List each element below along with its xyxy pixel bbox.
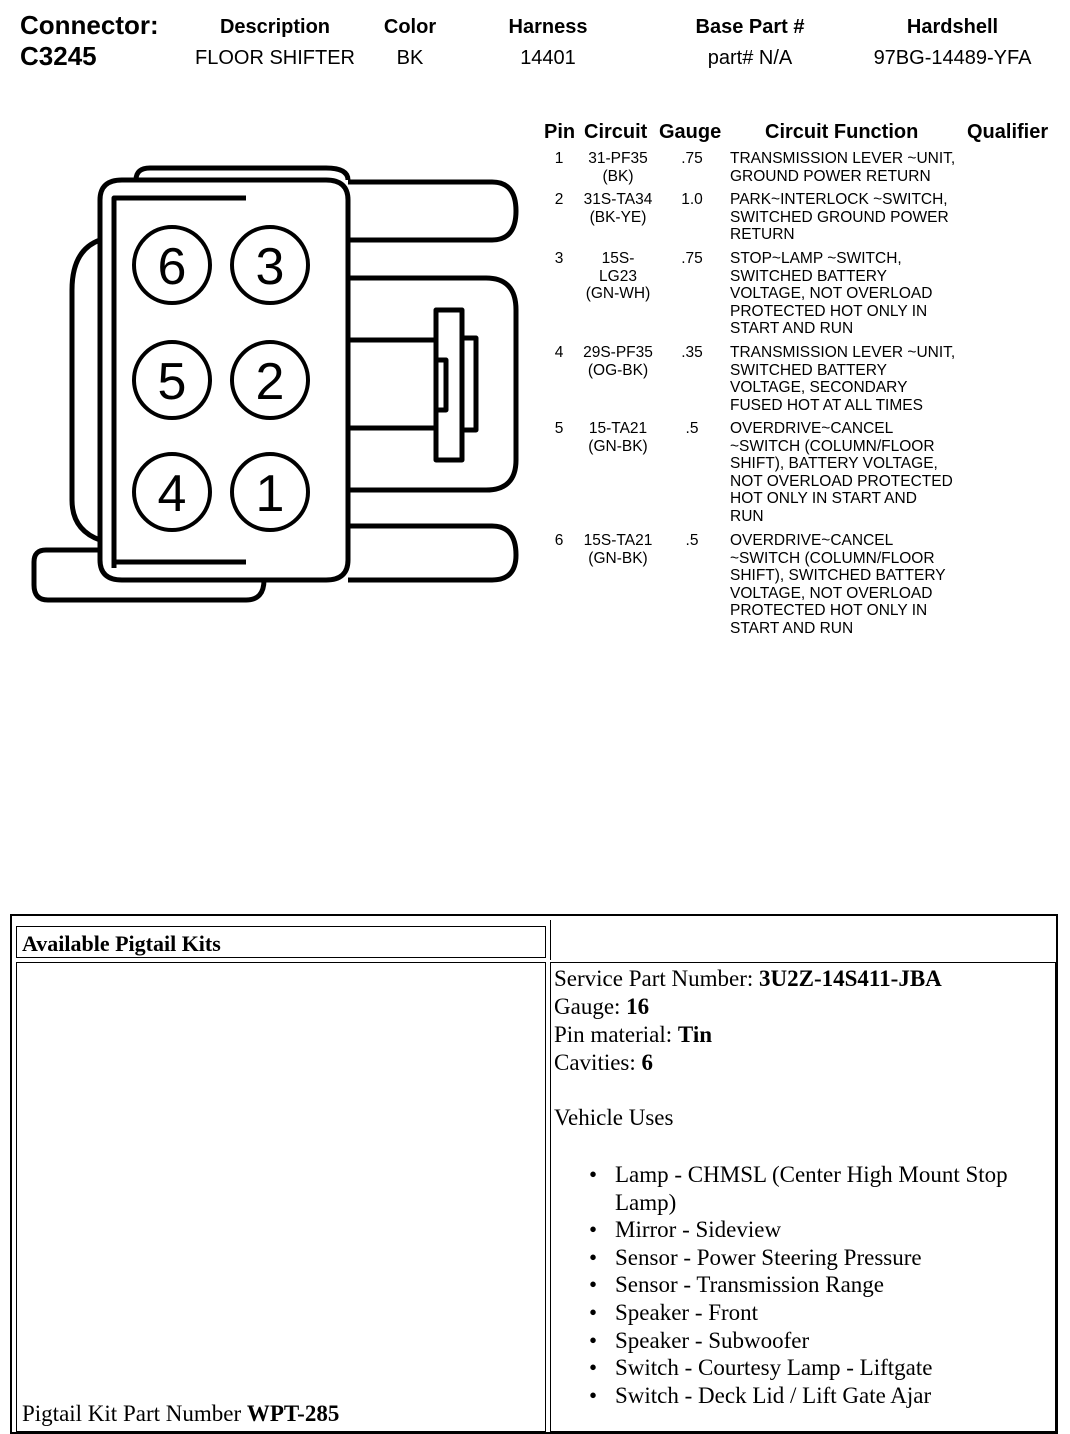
pigtail-kit-part-number: Pigtail Kit Part Number WPT-285 bbox=[22, 1401, 340, 1426]
cavity-4-label: 4 bbox=[158, 465, 187, 523]
left-rib bbox=[69, 237, 101, 543]
list-item: •Switch - Deck Lid / Lift Gate Ajar bbox=[589, 1382, 932, 1408]
connector-id: C3245 bbox=[20, 41, 97, 71]
connector-body-outline bbox=[97, 177, 351, 583]
top-latch-rail bbox=[133, 165, 351, 181]
list-item: •Mirror - Sideview bbox=[589, 1217, 782, 1243]
pigtail-details-cell: Service Part Number: 3U2Z-14S411-JBA Gau… bbox=[550, 962, 1056, 1432]
pin-number: 2 bbox=[554, 191, 564, 208]
kit-number: WPT-285 bbox=[246, 1401, 340, 1426]
circuit-id: 15S-LG23(GN-WH) bbox=[585, 250, 651, 302]
list-item: •Sensor - Power Steering Pressure bbox=[589, 1244, 922, 1270]
circuit-function: TRANSMISSION LEVER ~UNIT,GROUND POWER RE… bbox=[730, 150, 956, 185]
pin-column-header: Pin bbox=[544, 121, 576, 143]
circuit-function: TRANSMISSION LEVER ~UNIT,SWITCHED BATTER… bbox=[730, 344, 956, 414]
vehicle-uses-heading: Vehicle Uses bbox=[554, 1105, 674, 1130]
list-item: •Speaker - Front bbox=[589, 1299, 759, 1325]
circuit-function: PARK~INTERLOCK ~SWITCH,SWITCHED GROUND P… bbox=[730, 191, 949, 243]
cavity-2-label: 2 bbox=[256, 353, 285, 411]
pigtail-header-empty-cell bbox=[550, 920, 1056, 960]
harness-value: 14401 bbox=[520, 47, 576, 69]
pigtail-kit-cell: Pigtail Kit Part Number WPT-285 bbox=[16, 962, 546, 1432]
description-header: Description bbox=[219, 16, 331, 38]
wire-gauge: .75 bbox=[681, 150, 703, 167]
cavities-line: Cavities: 6 bbox=[554, 1050, 654, 1075]
cavity-3-label: 3 bbox=[256, 238, 285, 296]
lower-left-tab bbox=[31, 547, 267, 603]
pigtail-title-cell: Available Pigtail Kits bbox=[16, 926, 546, 958]
circuit-id: 15-TA21(GN-BK) bbox=[588, 420, 648, 455]
pigtail-title: Available Pigtail Kits bbox=[22, 931, 221, 956]
hardshell-header: Hardshell bbox=[906, 16, 999, 38]
connector-label: Connector: bbox=[20, 10, 159, 40]
wire-gauge: .5 bbox=[685, 420, 699, 437]
pigtail-kits-panel: Available Pigtail Kits Pigtail Kit Part … bbox=[10, 914, 1058, 1434]
wire-gauge: .75 bbox=[681, 250, 703, 267]
pin-number: 6 bbox=[554, 532, 564, 549]
cavity-6-circle bbox=[132, 225, 212, 305]
cavity-5-circle bbox=[132, 340, 212, 420]
list-item: •Sensor - Transmission Range bbox=[589, 1272, 884, 1298]
color-header: Color bbox=[383, 16, 437, 38]
gauge-line: Gauge: 16 bbox=[554, 994, 650, 1019]
base-part-value: part# N/A bbox=[707, 47, 793, 69]
circuit-id: 31S-TA34(BK-YE) bbox=[583, 191, 653, 226]
description-value: FLOOR SHIFTER bbox=[194, 47, 355, 69]
connector-face-diagram: 6 3 5 2 4 1 bbox=[31, 165, 519, 603]
top-arm bbox=[348, 179, 519, 243]
list-item: •Switch - Courtesy Lamp - Liftgate bbox=[589, 1355, 933, 1381]
harness-header: Harness bbox=[508, 16, 588, 38]
wire-gauge: 1.0 bbox=[681, 191, 703, 208]
base-part-header: Base Part # bbox=[695, 16, 805, 38]
circuit-id: 29S-PF35(OG-BK) bbox=[583, 344, 653, 379]
cavity-6-label: 6 bbox=[158, 238, 187, 296]
circuit-id: 15S-TA21(GN-BK) bbox=[583, 532, 653, 567]
wire-gauge: .5 bbox=[685, 532, 699, 549]
bottom-arm bbox=[348, 523, 519, 583]
qualifier-column-header: Qualifier bbox=[967, 121, 1049, 143]
pin-material-line: Pin material: Tin bbox=[554, 1022, 713, 1047]
cavity-4-circle bbox=[132, 452, 212, 532]
circuit-id: 31-PF35(BK) bbox=[588, 150, 648, 185]
service-part-number: Service Part Number: 3U2Z-14S411-JBA bbox=[554, 966, 942, 991]
hardshell-value: 97BG-14489-YFA bbox=[873, 47, 1032, 69]
cavity-2-circle bbox=[230, 340, 310, 420]
circuit-column-header: Circuit bbox=[584, 121, 648, 143]
pin-number: 1 bbox=[554, 150, 564, 167]
cavity-1-label: 1 bbox=[256, 465, 285, 523]
gauge-column-header: Gauge bbox=[659, 121, 722, 143]
middle-latch bbox=[348, 275, 519, 493]
color-value: BK bbox=[396, 47, 424, 69]
pin-number: 5 bbox=[554, 420, 564, 437]
list-item: •Speaker - Subwoofer bbox=[589, 1327, 810, 1353]
cavity-3-circle bbox=[230, 225, 310, 305]
wire-gauge: .35 bbox=[681, 344, 703, 361]
pin-number: 4 bbox=[554, 344, 564, 361]
function-column-header: Circuit Function bbox=[765, 121, 919, 143]
pin-number: 3 bbox=[554, 250, 564, 267]
cavity-1-circle bbox=[230, 452, 310, 532]
cavity-5-label: 5 bbox=[158, 353, 187, 411]
inner-frame bbox=[111, 195, 246, 568]
